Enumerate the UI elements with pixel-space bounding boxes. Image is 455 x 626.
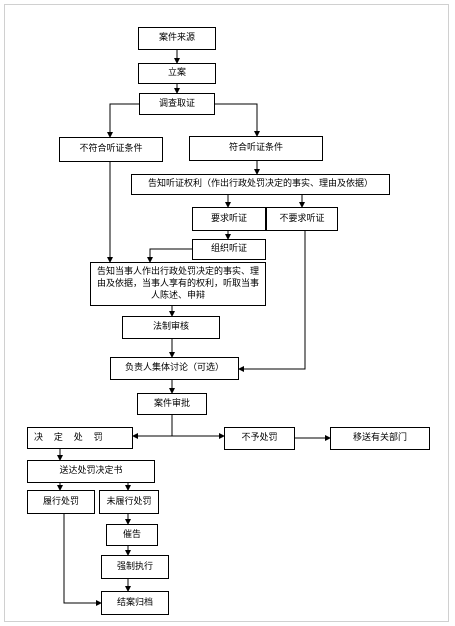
investigation-box: 调查取证 <box>139 93 215 115</box>
decide-penalty-box: 决 定 处 罚 <box>27 427 133 449</box>
not-meet-hearing-box: 不符合听证条件 <box>59 137 163 162</box>
meet-hearing-box: 符合听证条件 <box>189 136 323 161</box>
collective-discussion-box: 负责人集体讨论（可选） <box>110 357 239 380</box>
arrow-investigation-to-meet <box>215 103 260 137</box>
fulfill-penalty-box: 履行处罚 <box>27 490 95 514</box>
file-case-box: 立案 <box>138 63 216 84</box>
close-archive-box: 结案归档 <box>101 591 169 615</box>
organize-hearing-box: 组织听证 <box>192 239 266 260</box>
urge-box: 催告 <box>106 524 158 546</box>
arrow-fulfill-to-close <box>63 514 102 606</box>
request-hearing-box: 要求听证 <box>192 207 266 231</box>
arrow-organize-to-notify-party <box>147 248 192 263</box>
legal-review-box: 法制审核 <box>122 316 220 339</box>
notify-party-box: 告知当事人作出行政处罚决定的事实、理由及依据，当事人享有的权利，听取当事人陈述、… <box>90 262 266 306</box>
notify-hearing-right-box: 告知听证权利（作出行政处罚决定的事实、理由及依据） <box>131 174 390 195</box>
no-request-hearing-box: 不要求听证 <box>266 207 338 231</box>
arrow-no-request-to-discussion <box>238 231 306 372</box>
arrow-investigation-to-not-meet <box>107 103 139 138</box>
page-border <box>4 4 449 622</box>
deliver-decision-box: 送达处罚决定书 <box>27 460 155 483</box>
case-approval-box: 案件审批 <box>137 393 207 415</box>
case-source-box: 案件来源 <box>138 27 216 50</box>
enforce-box: 强制执行 <box>101 555 169 579</box>
not-fulfill-penalty-box: 未履行处罚 <box>99 490 159 514</box>
no-penalty-box: 不予处罚 <box>224 427 295 450</box>
transfer-box: 移送有关部门 <box>330 427 430 450</box>
